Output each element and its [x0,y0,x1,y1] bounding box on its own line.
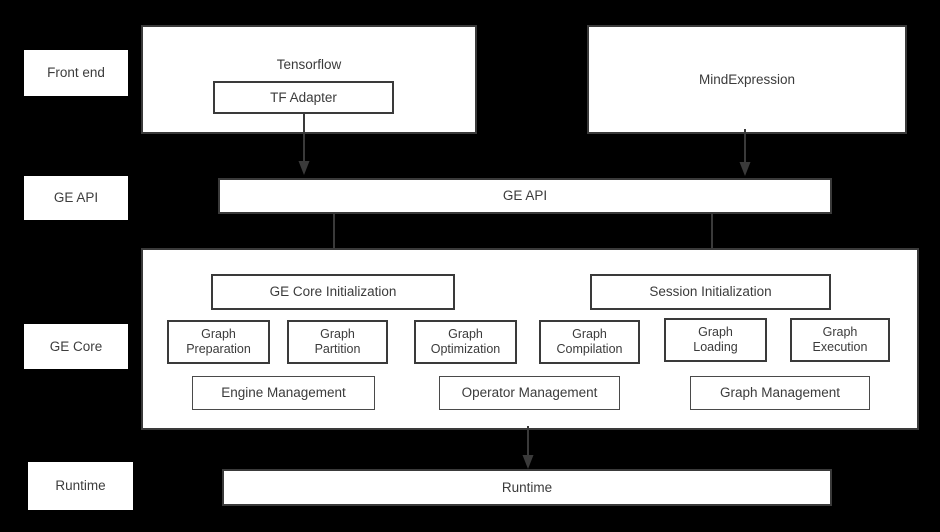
graph-execution-box: Graph Execution [790,318,890,362]
ge-core-initialization-label: GE Core Initialization [269,284,397,300]
mindexpression-container: MindExpression [587,25,907,134]
session-initialization-box: Session Initialization [590,274,831,310]
tensorflow-container: Tensorflow [141,25,477,134]
stage-label-ge-core-text: GE Core [49,338,103,354]
stage-label-ge-api: GE API [24,176,128,220]
tf-adapter-box: TF Adapter [213,81,394,114]
ge-core-initialization-box: GE Core Initialization [211,274,455,310]
arrow-ge-core-to-runtime [518,426,538,470]
runtime-bar-label: Runtime [501,479,553,495]
tf-adapter-label: TF Adapter [270,89,337,105]
graph-partition-line2: Partition [314,342,361,356]
arrow-mindexpression-to-ge-api [735,129,755,177]
graph-management-box: Graph Management [690,376,870,410]
graph-optimization-box: Graph Optimization [414,320,517,364]
graph-execution-line2: Execution [812,340,868,354]
engine-management-label: Engine Management [221,385,346,401]
graph-loading-box: Graph Loading [664,318,767,362]
operator-management-label: Operator Management [461,385,598,401]
engine-management-box: Engine Management [192,376,375,410]
stage-label-ge-api-text: GE API [53,190,99,206]
graph-optimization-line1: Graph [448,327,483,342]
graph-optimization-line2: Optimization [430,342,501,356]
graph-execution-line1: Graph [822,325,858,340]
operator-management-box: Operator Management [439,376,620,410]
graph-partition-line1: Graph [320,327,355,342]
graph-management-label: Graph Management [719,385,841,401]
graph-loading-line2: Loading [693,340,738,354]
arrow-tf-adapter-to-ge-api [294,113,314,176]
tensorflow-title: Tensorflow [276,57,342,72]
graph-compilation-line1: Graph [572,327,607,342]
graph-compilation-box: Graph Compilation [539,320,640,364]
stage-label-ge-core: GE Core [24,324,128,369]
graph-preparation-line2: Preparation [186,342,251,356]
graph-preparation-box: Graph Preparation [167,320,270,364]
stage-label-runtime: Runtime [28,462,133,510]
stage-label-front-end: Front end [24,50,128,96]
mindexpression-title: MindExpression [698,72,796,87]
stage-label-runtime-text: Runtime [55,478,106,494]
graph-compilation-line2: Compilation [556,342,623,356]
graph-preparation-line1: Graph [201,327,236,342]
ge-api-bar: GE API [218,178,832,214]
ge-api-bar-label: GE API [502,188,548,204]
session-initialization-label: Session Initialization [649,284,772,300]
runtime-bar: Runtime [222,469,832,506]
stage-label-front-end-text: Front end [47,65,105,81]
graph-loading-line1: Graph [698,325,733,340]
graph-partition-box: Graph Partition [287,320,388,364]
